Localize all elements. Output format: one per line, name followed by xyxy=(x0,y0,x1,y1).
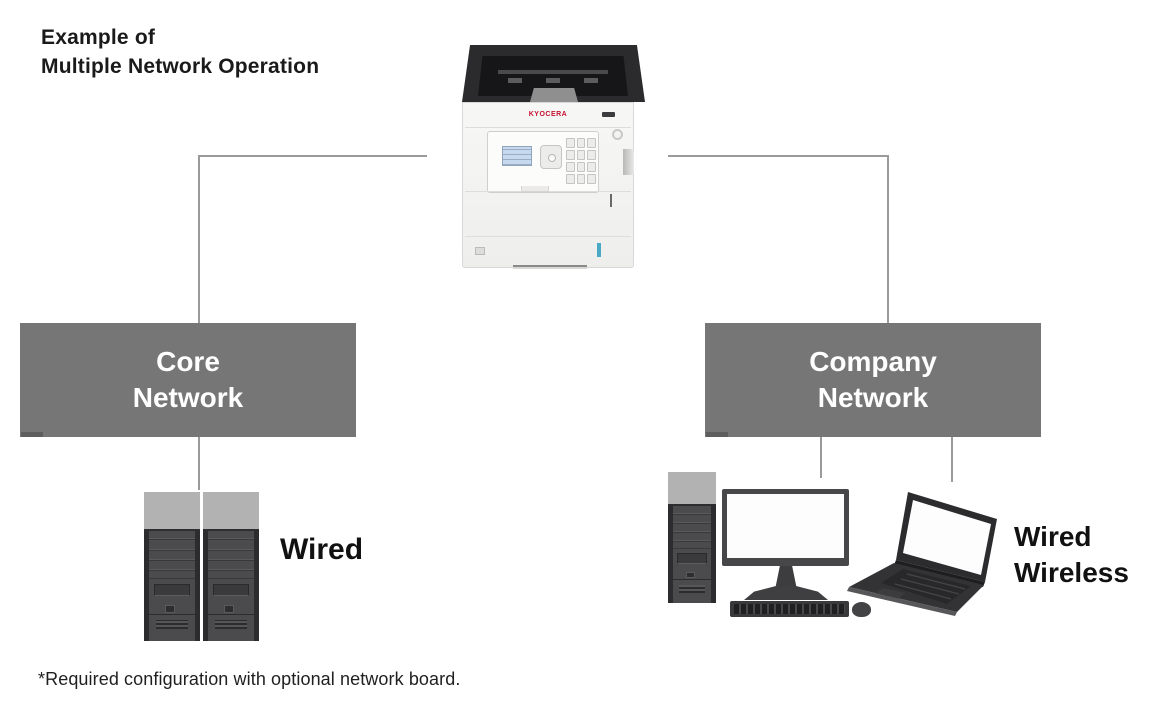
monitor-stand-base xyxy=(744,586,828,600)
printer-control-panel xyxy=(487,131,599,193)
connector-printer-to-company xyxy=(668,155,888,157)
mouse-icon xyxy=(852,602,871,617)
printer-body: KYOCERA xyxy=(462,102,634,268)
company-network-label-line1: Company xyxy=(809,346,937,377)
printer-right-latch xyxy=(610,194,612,207)
company-connection-label-line1: Wired xyxy=(1014,521,1092,552)
connector-core-vertical xyxy=(198,155,200,323)
server-tower-icon xyxy=(144,492,200,641)
laptop-icon xyxy=(847,492,997,616)
printer-usb-slot xyxy=(602,112,615,117)
connector-company-to-desktop xyxy=(820,437,822,478)
monitor-screen xyxy=(727,494,844,558)
monitor-icon xyxy=(722,489,849,566)
printer-output-tray xyxy=(478,56,628,96)
core-network-box: Core Network xyxy=(20,323,356,437)
box-corner-shadow xyxy=(21,432,43,437)
connector-company-vertical xyxy=(887,155,889,323)
printer-numeric-keypad xyxy=(566,138,596,184)
diagram-title-line2: Multiple Network Operation xyxy=(41,55,320,78)
core-network-label-line2: Network xyxy=(132,382,244,413)
company-connection-label-line2: Wireless xyxy=(1014,557,1129,588)
printer-icon: KYOCERA xyxy=(428,40,668,272)
printer-cassette-handle xyxy=(513,265,587,267)
printer-side-handle xyxy=(623,149,634,175)
printer-paper-stopper xyxy=(530,88,578,102)
company-network-box: Company Network xyxy=(705,323,1041,437)
connector-printer-to-core xyxy=(199,155,427,157)
box-corner-shadow xyxy=(706,432,728,437)
connector-company-to-laptop xyxy=(951,437,953,482)
desktop-tower-icon xyxy=(668,472,716,603)
diagram-title-line1: Example of xyxy=(41,26,156,49)
company-connection-label: Wired Wireless xyxy=(1014,519,1129,591)
connector-core-to-servers xyxy=(198,437,200,490)
footnote: *Required configuration with optional ne… xyxy=(38,669,461,689)
printer-power-button xyxy=(612,129,623,140)
printer-lock-detail xyxy=(475,247,485,255)
monitor-stand-neck xyxy=(775,566,797,588)
diagram-title: Example of Multiple Network Operation xyxy=(41,23,319,81)
company-network-label-line2: Network xyxy=(817,382,929,413)
printer-front-notch xyxy=(521,186,549,192)
core-connection-label: Wired xyxy=(280,533,364,566)
printer-brand-logo: KYOCERA xyxy=(528,111,568,118)
printer-lcd-screen xyxy=(502,146,532,166)
keyboard-icon xyxy=(730,601,849,617)
printer-paper-gauge xyxy=(597,243,601,257)
core-network-label-line1: Core xyxy=(156,346,220,377)
server-tower-icon xyxy=(203,492,259,641)
printer-nav-buttons xyxy=(540,145,562,169)
